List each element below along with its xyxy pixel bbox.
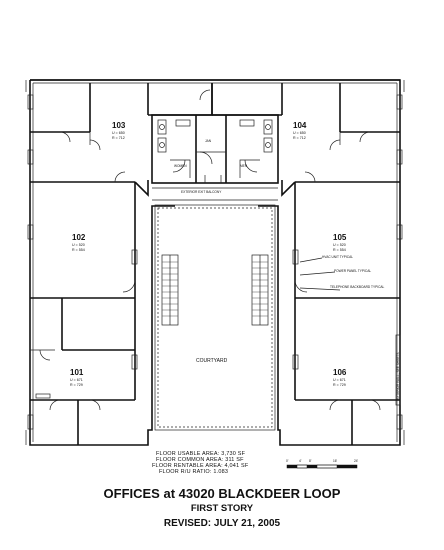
jan-label: JAN [205, 139, 212, 143]
room-usable: U = 671 [333, 378, 346, 382]
room-rentable: R = 554 [72, 248, 85, 252]
balcony: EXTERIOR EXIT BALCONY [152, 187, 278, 201]
room-102-label: 102 U = 520 R = 554 [72, 233, 86, 252]
area-ratio: FLOOR R/U RATIO: 1.083 [159, 469, 228, 475]
scale-tick: 4' [299, 459, 302, 463]
room-number: 103 [112, 121, 126, 130]
room-rentable: R = 729 [70, 383, 83, 387]
stair-left [162, 255, 178, 325]
building-outline [25, 79, 405, 446]
room-usable: U = 520 [72, 243, 85, 247]
hvac-label: HVAC UNIT TYPICAL [322, 255, 353, 259]
room-rentable: R = 554 [333, 248, 346, 252]
area-summary: FLOOR USABLE AREA: 3,730 SF FLOOR COMMON… [152, 451, 249, 475]
lower-rooms [27, 298, 403, 445]
side-note: EXTERIOR WALL, SEE SHEETS [396, 352, 400, 400]
women-label: WOMEN [174, 164, 187, 168]
scale-tick: 0' [286, 459, 289, 463]
revision-date: REVISED: JULY 21, 2005 [163, 518, 281, 529]
room-usable: U = 520 [333, 243, 346, 247]
scale-bar: 0' 4' 8' 16' 24' [286, 459, 359, 469]
balcony-label: EXTERIOR EXIT BALCONY [181, 190, 222, 194]
room-number: 102 [72, 233, 86, 242]
mid-rooms [27, 182, 403, 299]
scale-tick: 24' [354, 459, 359, 463]
room-number: 106 [333, 368, 347, 377]
area-common: FLOOR COMMON AREA: 311 SF [156, 457, 244, 463]
drawing-subtitle: FIRST STORY [190, 503, 254, 514]
area-rentable: FLOOR RENTABLE AREA: 4,041 SF [152, 463, 249, 469]
courtyard: COURTYARD [154, 204, 276, 431]
drawing-title: OFFICES at 43020 BLACKDEER LOOP [103, 486, 341, 501]
room-101-label: 101 U = 671 R = 729 [70, 368, 84, 387]
room-usable: U = 650 [293, 131, 306, 135]
area-usable: FLOOR USABLE AREA: 3,730 SF [156, 451, 246, 457]
courtyard-label: COURTYARD [196, 358, 228, 364]
room-number: 101 [70, 368, 84, 377]
room-105-label: 105 U = 520 R = 554 [333, 233, 347, 252]
room-rentable: R = 712 [293, 136, 306, 140]
power-panel-label: POWER PANEL TYPICAL [334, 269, 371, 273]
top-wing [27, 83, 403, 197]
restroom-core: WOMEN MEN JAN [151, 114, 279, 184]
telephone-label: TELEPHONE BACKBOARD TYPICAL [330, 285, 385, 289]
room-104-label: 104 U = 650 R = 712 [293, 121, 307, 140]
room-usable: U = 671 [70, 378, 83, 382]
room-106-label: 106 U = 671 R = 729 [333, 368, 347, 387]
room-usable: U = 650 [112, 131, 125, 135]
scale-tick: 8' [309, 459, 312, 463]
room-number: 105 [333, 233, 347, 242]
room-rentable: R = 729 [333, 383, 346, 387]
room-number: 104 [293, 121, 307, 130]
stair-right [252, 255, 268, 325]
room-103-label: 103 U = 650 R = 712 [112, 121, 126, 140]
scale-tick: 16' [333, 459, 338, 463]
room-rentable: R = 712 [112, 136, 125, 140]
men-label: MEN [240, 164, 248, 168]
